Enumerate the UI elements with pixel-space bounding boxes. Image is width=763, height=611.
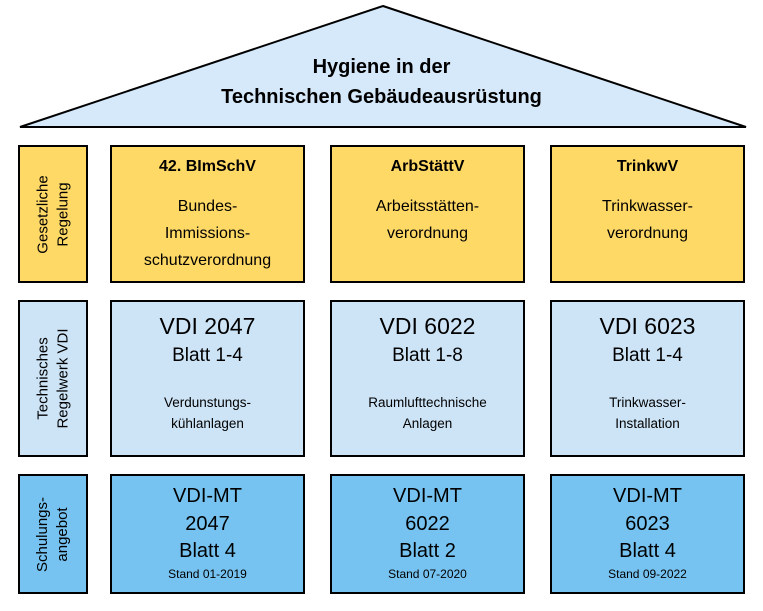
training-line: VDI-MT [393,485,462,507]
box-body: Bundes- Immissions- schutzverordnung [112,193,303,275]
training-line: 6022 [405,512,450,535]
training-line: VDI-MT [613,485,682,507]
row-label-line2: angebot [54,506,72,562]
training-line: 2047 [185,512,230,535]
diagram-title-line1: Hygiene in der [312,56,451,78]
row-label-line1: Schulungs- [34,496,52,572]
vdi-blatt: Blatt 1-4 [172,345,243,366]
vdi-description-line: Trinkwasser- [609,395,686,410]
box-body-line: Arbeitsstätten- [375,198,480,215]
box-title: 42. BImSchV [159,158,256,175]
row-label-text: Schulungs- angebot [34,496,73,571]
training-text: VDI-MT 6023 Blatt 4 [552,483,743,566]
box-vdi-mt-6023: VDI-MT 6023 Blatt 4 Stand 09-2022 [550,474,745,594]
vdi-description-line: Installation [615,415,680,431]
vdi-blatt: Blatt 1-4 [612,345,683,366]
training-line: Blatt 4 [179,540,236,563]
row-label-line2: Regelwerk VDI [54,328,72,429]
vdi-number: VDI 6022 [379,313,476,339]
roof-triangle [19,4,747,128]
box-title: ArbStättV [390,158,465,175]
diagram-title: Hygiene in der Technischen Gebäudeausrüs… [0,52,763,112]
training-line: Blatt 2 [399,540,456,563]
box-title: TrinkwV [616,158,679,175]
roof-shape [19,4,747,128]
box-body-line: verordnung [607,225,688,243]
box-vdi-6023: VDI 6023 Blatt 1-4 Trinkwasser- Installa… [550,300,745,457]
training-stand: Stand 01-2019 [168,566,247,581]
vdi-description-line: Anlagen [402,415,453,431]
row-label-line1: Gesetzliche [34,174,52,254]
box-body-line: Immissions- [164,225,251,243]
row-label-technisches-regelwerk-vdi: Technisches Regelwerk VDI [18,300,88,457]
box-body-line: schutzverordnung [143,252,272,270]
box-body: Trinkwasser- verordnung [552,193,743,247]
training-text: VDI-MT 2047 Blatt 4 [112,483,303,566]
training-stand: Stand 07-2020 [388,566,467,581]
box-vdi-6022: VDI 6022 Blatt 1-8 Raumlufttechnische An… [330,300,525,457]
vdi-description-line: Raumlufttechnische [368,395,487,410]
row-label-line1: Technisches [34,337,52,420]
box-vdi-2047: VDI 2047 Blatt 1-4 Verdunstungs- kühlanl… [110,300,305,457]
vdi-description-line: kühlanlagen [171,415,244,431]
vdi-number: VDI 2047 [159,313,256,339]
vdi-blatt: Blatt 1-8 [392,345,463,366]
vdi-number: VDI 6023 [599,313,696,339]
box-body-line: Trinkwasser- [602,198,693,215]
box-arbstaettv: ArbStättV Arbeitsstätten- verordnung [330,145,525,283]
vdi-description: Trinkwasser- Installation [552,393,743,435]
row-label-text: Gesetzliche Regelung [34,175,73,253]
box-trinkwv: TrinkwV Trinkwasser- verordnung [550,145,745,283]
vdi-description: Raumlufttechnische Anlagen [332,393,523,435]
box-vdi-mt-2047: VDI-MT 2047 Blatt 4 Stand 01-2019 [110,474,305,594]
row-label-line2: Regelung [54,181,71,247]
box-body-line: verordnung [387,225,468,243]
row-label-schulungsangebot: Schulungs- angebot [18,474,88,594]
training-text: VDI-MT 6022 Blatt 2 [332,483,523,566]
box-body: Arbeitsstätten- verordnung [332,193,523,247]
training-line: VDI-MT [173,485,242,507]
vdi-description: Verdunstungs- kühlanlagen [112,393,303,435]
box-42-bimschv: 42. BImSchV Bundes- Immissions- schutzve… [110,145,305,283]
training-line: Blatt 4 [619,540,676,563]
training-line: 6023 [625,512,670,535]
training-stand: Stand 09-2022 [608,566,687,581]
row-label-gesetzliche-regelung: Gesetzliche Regelung [18,145,88,283]
box-body-line: Bundes- [177,198,238,215]
vdi-description-line: Verdunstungs- [163,395,252,410]
row-label-text: Technisches Regelwerk VDI [34,328,73,428]
box-vdi-mt-6022: VDI-MT 6022 Blatt 2 Stand 07-2020 [330,474,525,594]
diagram-title-line2: Technischen Gebäudeausrüstung [221,86,542,108]
